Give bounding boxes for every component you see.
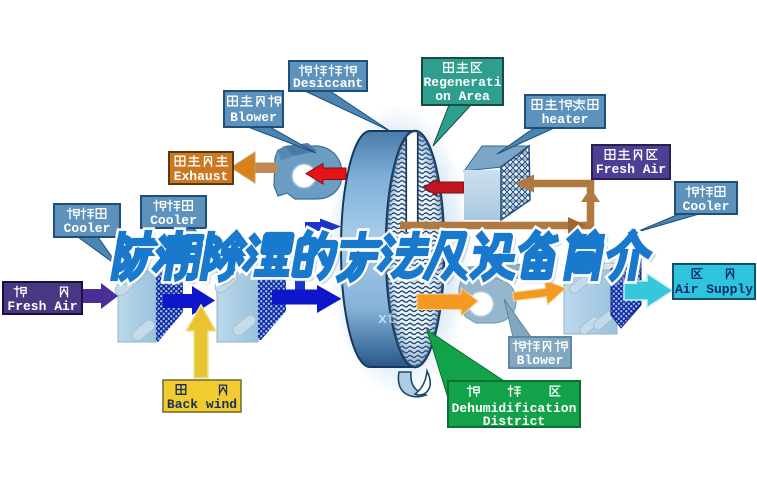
svg-text:District: District: [483, 414, 545, 429]
svg-text:Blower: Blower: [230, 110, 277, 125]
svg-text:Cooler: Cooler: [683, 199, 730, 214]
svg-text:Cooler: Cooler: [150, 213, 197, 228]
svg-text:Air Supply: Air Supply: [675, 282, 753, 297]
svg-text:Cooler: Cooler: [64, 221, 111, 236]
svg-text:Desiccant: Desiccant: [293, 76, 363, 91]
svg-text:Dehumidification: Dehumidification: [452, 401, 577, 416]
svg-text:xt: xt: [378, 311, 396, 328]
svg-text:on Area: on Area: [435, 89, 490, 104]
svg-text:Regenerati: Regenerati: [423, 75, 501, 90]
svg-text:Blower: Blower: [517, 353, 564, 368]
svg-text:heater: heater: [542, 112, 589, 127]
svg-text:Exhaust: Exhaust: [174, 169, 229, 184]
svg-text:Fresh Air: Fresh Air: [7, 299, 77, 314]
svg-text:Back wind: Back wind: [167, 397, 237, 412]
svg-text:Fresh Air: Fresh Air: [596, 162, 666, 177]
